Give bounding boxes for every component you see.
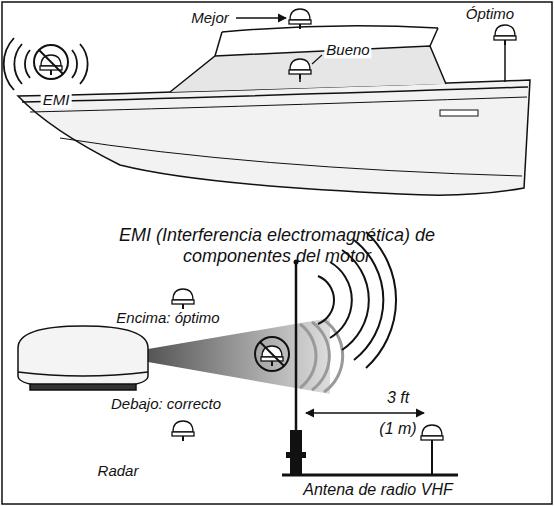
interference-label: EMI xyxy=(41,91,72,108)
caption-note: EMI (Interferencia electromagnética) de … xyxy=(80,225,474,266)
gps-antenna xyxy=(289,9,311,29)
position-note: Encima: óptimo xyxy=(114,309,221,326)
antenna-position-label: Mejor xyxy=(189,9,231,26)
emi-waves xyxy=(4,38,88,90)
boat xyxy=(18,24,530,195)
gps-antenna xyxy=(40,55,62,75)
part-name: Radar xyxy=(96,462,141,479)
prohibited-sign xyxy=(255,337,289,371)
dimension-label: 3 ft xyxy=(385,389,411,407)
radar-waves xyxy=(300,320,343,392)
gps-antenna xyxy=(172,289,194,309)
dimension-line xyxy=(306,412,424,413)
prohibited-sign xyxy=(34,45,68,79)
leader-line xyxy=(312,55,322,64)
antenna-position-label: Bueno xyxy=(324,41,371,58)
radar-dome xyxy=(18,326,148,390)
gps-antenna xyxy=(494,25,516,45)
antenna-pole xyxy=(431,445,433,474)
vhf-antenna xyxy=(286,260,306,475)
gps-antenna xyxy=(172,421,194,441)
part-name: Antena de radio VHF xyxy=(301,481,454,499)
antenna-position-label: Óptimo xyxy=(464,5,516,22)
radar-beam xyxy=(148,318,330,394)
position-note: Debajo: correcto xyxy=(109,395,223,412)
gps-antenna xyxy=(421,425,443,445)
gps-antenna xyxy=(289,59,311,79)
dimension-label: (1 m) xyxy=(377,420,418,438)
leader-line xyxy=(236,17,286,18)
